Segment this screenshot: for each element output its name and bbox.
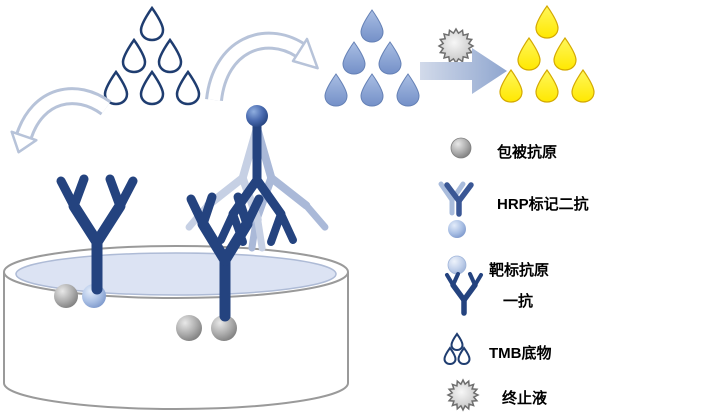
- coating-antigen-sphere: [211, 315, 237, 341]
- primary-antibody-left: [56, 174, 138, 295]
- coating-antigen-sphere: [176, 315, 202, 341]
- reaction-arrow: [420, 48, 507, 94]
- stop-solution-starburst: [437, 27, 475, 65]
- legend-label-target-antigen: 靶标抗原: [489, 262, 550, 279]
- legend-blue-sphere-icon: [447, 255, 467, 275]
- legend-antibody-with-sphere-icon: [438, 181, 474, 238]
- coating-antigen-sphere: [54, 284, 78, 308]
- arrowhead: [10, 130, 38, 154]
- legend-gray-sphere-icon: [450, 137, 472, 159]
- legend-label-tmb-substrate: TMB底物: [489, 345, 552, 362]
- legend-starburst-icon: [446, 378, 480, 412]
- arrowhead: [291, 37, 319, 70]
- legend-navy-antibody-icon: [445, 272, 483, 316]
- primary-antibody-center: [186, 192, 264, 322]
- legend-label-stop-solution: 终止液: [502, 390, 548, 407]
- wash-arrow-left: [10, 87, 112, 154]
- legend-label-hrp-secondary: HRP标记二抗: [497, 196, 589, 213]
- hrp-enzyme-sphere: [448, 220, 466, 238]
- hrp-secondary-antibody: [217, 121, 297, 246]
- microplate-well: [3, 245, 349, 410]
- hrp-enzyme-sphere: [246, 105, 268, 127]
- target-droplets-blue: [324, 9, 420, 107]
- legend-droplets-outline-icon: [443, 333, 471, 365]
- legend-label-coating-antigen: 包被抗原: [497, 144, 558, 161]
- tmb-droplets-dark: [103, 6, 201, 106]
- legend-label-primary-antibody: 一抗: [503, 293, 534, 310]
- transfer-arrow-top: [205, 31, 319, 102]
- product-droplets-yellow: [499, 5, 595, 103]
